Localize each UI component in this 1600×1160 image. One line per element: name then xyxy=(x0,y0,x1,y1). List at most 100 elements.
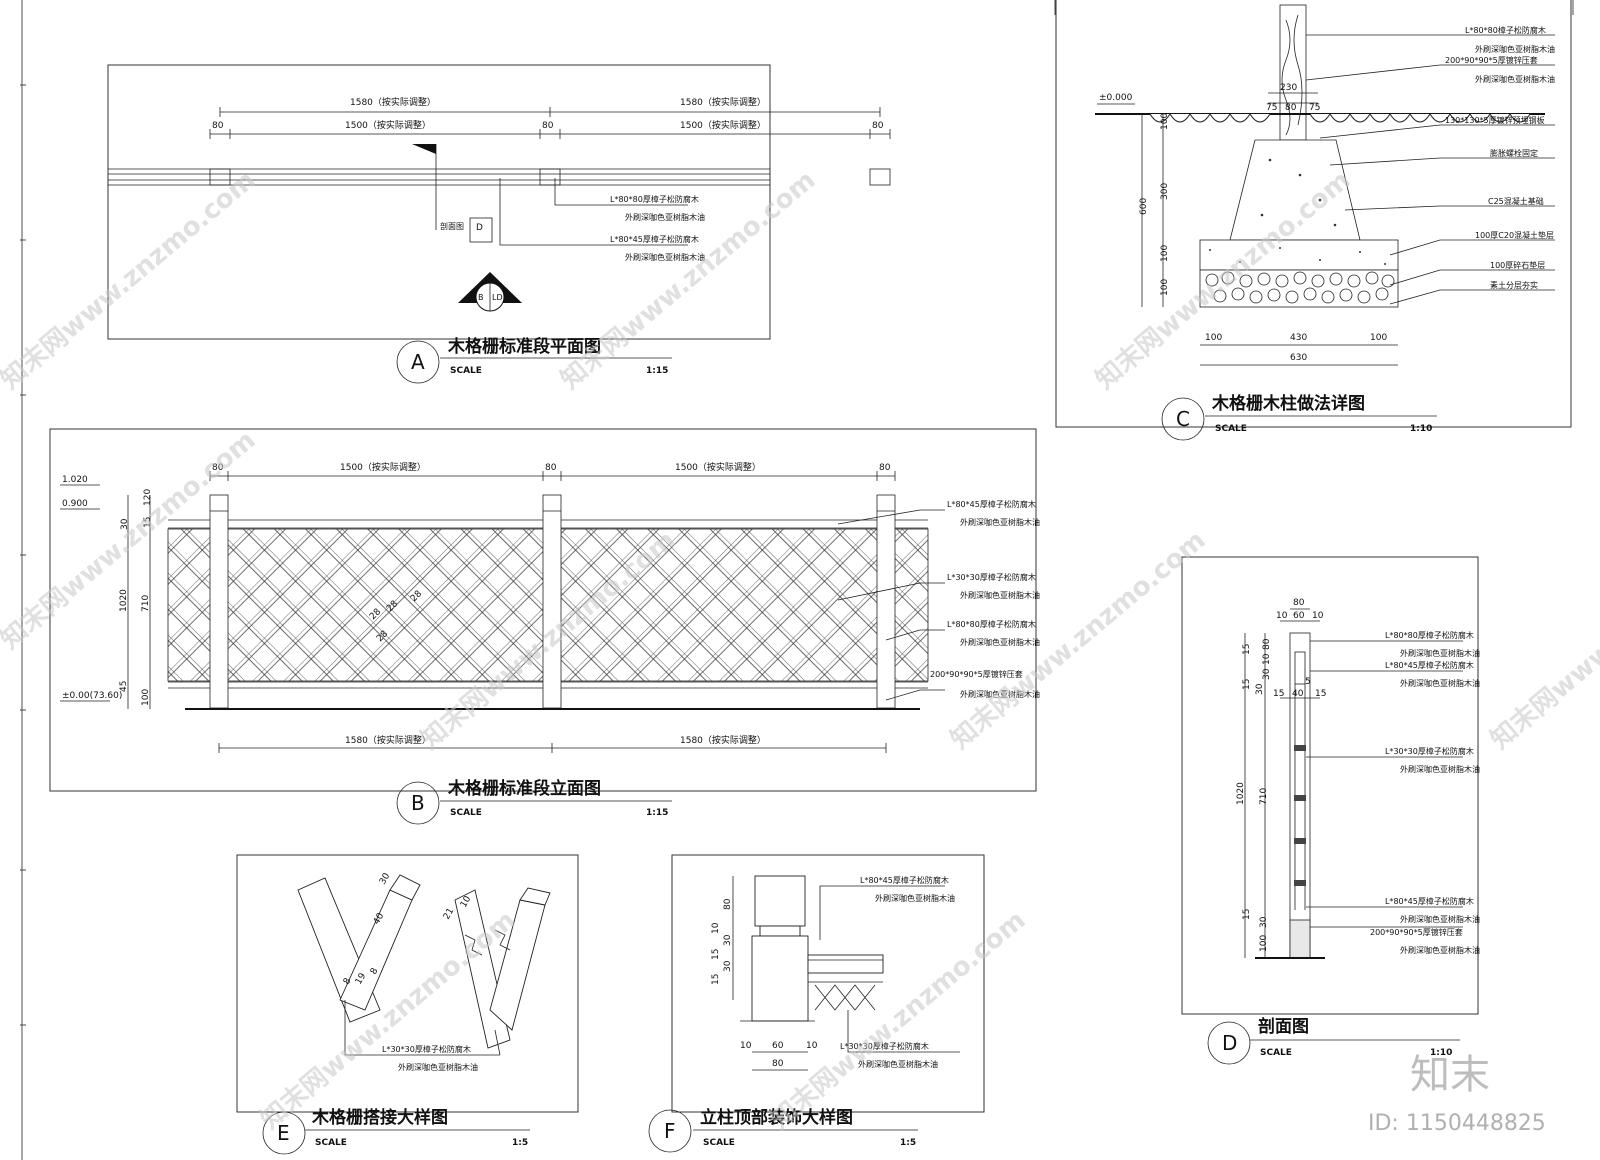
a-title: 木格栅标准段平面图 xyxy=(447,336,601,357)
sheet-margin xyxy=(20,0,1574,1160)
d-vdim-2: 10 xyxy=(1262,653,1272,665)
c-note-7: C25混凝土基础 xyxy=(1488,196,1544,206)
d-hdim-4: 5 xyxy=(1305,677,1311,687)
c-note-1: L*80*80樟子松防腐木 xyxy=(1465,25,1546,35)
e-dim-3: 8 xyxy=(342,976,354,986)
c-note-6: 膨胀螺栓固定 xyxy=(1490,148,1538,158)
e-dim-6: 21 xyxy=(442,907,456,922)
d-dim-top-2: 10 xyxy=(1276,611,1288,621)
d-vdim-10: 30 xyxy=(1259,916,1269,928)
b-dim-top-2: 1500（按实际调整） xyxy=(675,461,761,473)
c-dim-top-4: 75 xyxy=(1309,103,1320,113)
brand-name: 知末 xyxy=(1410,1052,1490,1098)
f-scale: 1:5 xyxy=(900,1138,916,1148)
b-note-5: L*80*80厚樟子松防腐木 xyxy=(947,619,1036,629)
f-note-4: 外刷深咖色亚树脂木油 xyxy=(858,1059,938,1069)
c-dim-bottom-1: 100 xyxy=(1205,333,1222,343)
b-dim-bottom-2: 1580（按实际调整） xyxy=(680,734,766,746)
f-vdim-4: 15 xyxy=(711,949,721,960)
d-vdim-9: 15 xyxy=(1242,909,1252,920)
b-title: 木格栅标准段立面图 xyxy=(447,778,601,799)
b-note-3: L*30*30厚樟子松防腐木 xyxy=(947,572,1036,582)
a-callout-1: B xyxy=(478,293,484,302)
d-vdim-3: 30 xyxy=(1262,668,1272,680)
c-scale-label: SCALE xyxy=(1215,424,1247,434)
d-vdim-5: 30 xyxy=(1255,683,1265,695)
f-scale-label: SCALE xyxy=(703,1138,735,1148)
d-letter: D xyxy=(1222,1031,1237,1055)
d-note-8: 外刷深咖色亚树脂木油 xyxy=(1400,914,1480,924)
d-note-2: 外刷深咖色亚树脂木油 xyxy=(1400,648,1480,658)
f-note-1: L*80*45厚樟子松防腐木 xyxy=(860,875,949,885)
f-hdim-1: 10 xyxy=(740,1041,752,1051)
b-vdim-2: 15 xyxy=(143,517,153,528)
f-note-2: 外刷深咖色亚树脂木油 xyxy=(875,893,955,903)
a-section-label: 剖面图 xyxy=(440,221,464,231)
d-vdim-8: 710 xyxy=(1259,788,1269,805)
b-note-4: 外刷深咖色亚树脂木油 xyxy=(960,590,1040,600)
c-note-2: 外刷深咖色亚树脂木油 xyxy=(1475,44,1555,54)
c-scale: 1:10 xyxy=(1410,424,1432,434)
b-note-8: 外刷深咖色亚树脂木油 xyxy=(960,689,1040,699)
d-scale-label: SCALE xyxy=(1260,1048,1292,1058)
b-note-6: 外刷深咖色亚树脂木油 xyxy=(960,637,1040,647)
d-dim-top-1: 80 xyxy=(1293,598,1305,608)
a-letter: A xyxy=(411,350,425,374)
d-note-9: 200*90*90*5厚镀锌压套 xyxy=(1370,927,1463,937)
a-dim-mid-2: 1500（按实际调整） xyxy=(680,119,766,131)
d-hdim-3: 15 xyxy=(1315,689,1326,699)
a-note-2: 外刷深咖色亚树脂木油 xyxy=(625,212,705,222)
c-level: ±0.000 xyxy=(1099,93,1133,103)
f-vdim-2: 10 xyxy=(711,922,721,934)
e-note-2: 外刷深咖色亚树脂木油 xyxy=(398,1062,478,1072)
c-title: 木格栅木柱做法详图 xyxy=(1211,393,1365,414)
b-vdim-1: 120 xyxy=(143,489,153,506)
c-note-8: 100厚C20混凝土垫层 xyxy=(1475,230,1554,240)
c-note-9: 100厚碎石垫层 xyxy=(1490,260,1545,270)
d-note-4: 外刷深咖色亚树脂木油 xyxy=(1400,678,1480,688)
f-title: 立柱顶部装饰大样图 xyxy=(700,1107,853,1128)
b-level-2: 0.900 xyxy=(62,499,88,509)
f-note-3: L*30*30厚樟子松防腐木 xyxy=(840,1041,929,1051)
e-note-1: L*30*30厚樟子松防腐木 xyxy=(382,1044,471,1054)
d-vdim-1: 80 xyxy=(1262,638,1272,650)
a-note-3: L*80*45厚樟子松防腐木 xyxy=(610,234,699,244)
b-dim-bottom-1: 1580（按实际调整） xyxy=(345,734,431,746)
drawing-a-plan: 1580（按实际调整） 1580（按实际调整） 80 1500（按实际调整） 8… xyxy=(107,64,891,384)
b-note-7: 200*90*90*5厚镀锌压套 xyxy=(930,669,1023,679)
a-scale: 1:15 xyxy=(646,366,668,376)
c-vdim-2: 300 xyxy=(1160,183,1170,200)
b-scale: 1:15 xyxy=(646,808,668,818)
drawing-c-post-detail: ±0.000 230 75 80 75 100 300 600 100 100 … xyxy=(1055,0,1572,441)
e-dim-5: 8 xyxy=(369,966,381,976)
c-note-4: 外刷深咖色亚树脂木油 xyxy=(1475,74,1555,84)
d-note-3: L*80*45厚樟子松防腐木 xyxy=(1385,660,1474,670)
c-note-10: 素土分层夯实 xyxy=(1490,280,1538,290)
c-dim-bottom-4: 630 xyxy=(1290,353,1307,363)
d-scale: 1:10 xyxy=(1430,1048,1452,1058)
drawing-d-section: 80 10 60 10 80 10 30 15 30 15 1020 710 1… xyxy=(1181,556,1480,1065)
b-vdim-6: 45 xyxy=(119,681,129,692)
watermark-1: 知末网www.znzmo.com xyxy=(0,165,261,395)
e-title: 木格栅搭接大样图 xyxy=(311,1107,448,1128)
d-title: 剖面图 xyxy=(1258,1016,1309,1037)
d-note-6: 外刷深咖色亚树脂木油 xyxy=(1400,764,1480,774)
drawing-b-elevation: 80 1500（按实际调整） 80 1500（按实际调整） 80 1580（按实… xyxy=(49,428,1040,825)
c-vdim-4: 100 xyxy=(1160,245,1170,262)
f-hdim-4: 80 xyxy=(772,1059,784,1069)
c-vdim-5: 100 xyxy=(1160,279,1170,296)
a-section-mark: D xyxy=(476,223,483,233)
d-vdim-11: 100 xyxy=(1259,935,1269,952)
d-vdim-6: 15 xyxy=(1242,644,1252,655)
c-dim-top-2: 75 xyxy=(1266,103,1277,113)
c-dim-top-3: 80 xyxy=(1285,103,1297,113)
f-vdim-1: 80 xyxy=(723,898,733,910)
brand-logo: 知末 ID: 1150448825 xyxy=(1368,1052,1546,1136)
a-dim-top-2: 1580（按实际调整） xyxy=(680,96,766,108)
c-vdim-3: 600 xyxy=(1139,198,1149,215)
d-dim-top-3: 60 xyxy=(1293,611,1305,621)
b-note-1: L*80*45厚樟子松防腐木 xyxy=(947,499,1036,509)
watermark-7: 知末网www.znzmo.com xyxy=(1485,525,1600,755)
e-scale-label: SCALE xyxy=(315,1138,347,1148)
